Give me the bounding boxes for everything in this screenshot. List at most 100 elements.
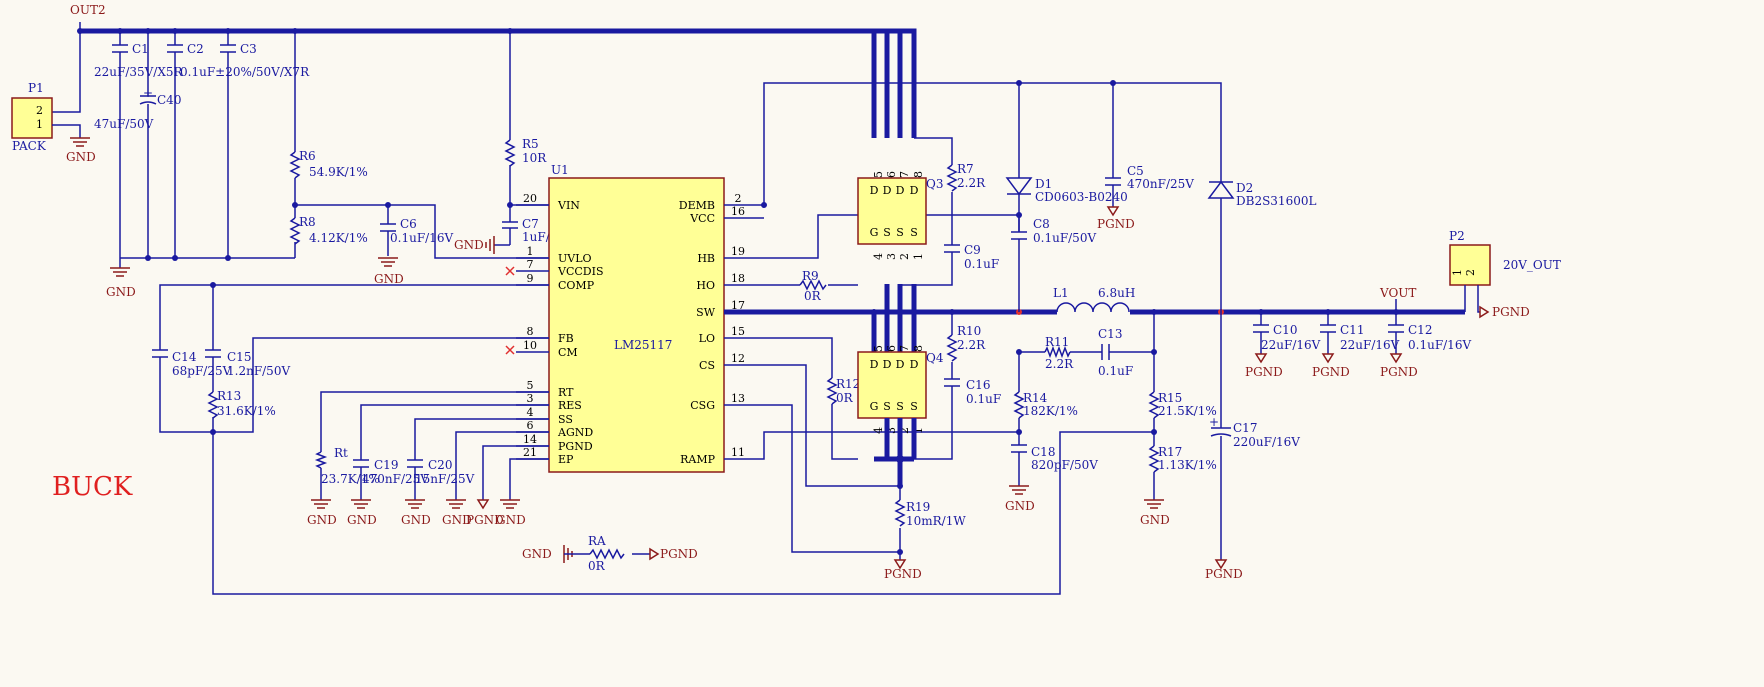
no-connect-marks: [505, 266, 515, 355]
fet-d-pin: 5: [872, 345, 885, 352]
ic-pin-num: 6: [527, 419, 534, 432]
svg-text:GND: GND: [66, 150, 96, 164]
svg-text:2.2R: 2.2R: [1045, 357, 1074, 371]
ic-name: LM25117: [614, 338, 672, 352]
svg-text:C10: C10: [1273, 323, 1297, 337]
svg-text:0.1uF: 0.1uF: [966, 392, 1001, 406]
ic-pin-num: 5: [527, 379, 534, 392]
ic-pin-num: 2: [735, 192, 742, 205]
fet-s-pin: 1: [912, 427, 925, 434]
svg-text:C3: C3: [240, 42, 257, 56]
svg-text:R9: R9: [802, 269, 819, 283]
svg-text:GND: GND: [401, 513, 431, 527]
fet-d-label: D: [870, 358, 879, 371]
fet-s-label: G: [870, 226, 879, 239]
svg-text:C8: C8: [1033, 217, 1050, 231]
ic-pin-num: 20: [523, 192, 537, 205]
svg-text:RA: RA: [588, 534, 606, 548]
p1-ref: P1: [28, 81, 44, 95]
svg-text:0.1uF: 0.1uF: [1098, 364, 1133, 378]
svg-text:PGND: PGND: [1312, 365, 1350, 379]
ic-pin-name: AGND: [557, 426, 593, 439]
feedback-network: GND GND R11 2.2R C13 0.1uF R14 182K/1% C…: [1005, 312, 1217, 527]
svg-text:PGND: PGND: [1097, 217, 1135, 231]
svg-text:31.6K/1%: 31.6K/1%: [217, 404, 276, 418]
svg-text:C11: C11: [1340, 323, 1364, 337]
ic-pin-num: 4: [527, 406, 534, 419]
ic-pin-name: SW: [696, 306, 716, 319]
ic-pin-name: HO: [696, 279, 715, 292]
svg-text:C40: C40: [157, 93, 181, 107]
fet-d-pin: 5: [872, 171, 885, 178]
svg-text:6.8uH: 6.8uH: [1098, 286, 1135, 300]
fet-d-pin: 6: [885, 345, 898, 352]
svg-text:PGND: PGND: [1245, 365, 1283, 379]
svg-text:2: 2: [36, 104, 43, 117]
svg-text:GND: GND: [1140, 513, 1170, 527]
fet-d-pin: 8: [912, 345, 925, 352]
svg-text:+: +: [1209, 415, 1219, 429]
gate-drive: R9 0R R12 0R: [724, 82, 1222, 553]
fet-s-pin: 1: [912, 253, 925, 260]
fet-s-pin: 4: [872, 253, 885, 260]
fet-s-label: S: [883, 400, 891, 413]
cap-c5: C5 470nF/25V PGND: [1097, 80, 1194, 231]
connector-p2: 1 2 P2 20V_OUT PGND: [1449, 229, 1561, 319]
fet-s-label: G: [870, 400, 879, 413]
svg-text:0.1uF/16V: 0.1uF/16V: [1408, 338, 1471, 352]
fet-s-pin: 2: [898, 253, 911, 260]
fet-d-label: D: [870, 184, 879, 197]
svg-text:0R: 0R: [836, 391, 854, 405]
svg-text:GND: GND: [442, 513, 472, 527]
fet-d-label: D: [896, 184, 905, 197]
fet-d-label: D: [883, 358, 892, 371]
ic-pin-num: 12: [731, 352, 745, 365]
ic-pin-name: HB: [697, 252, 715, 265]
svg-text:C6: C6: [400, 217, 417, 231]
input-caps: + C1 C2 C3 C40 22uF/35V/X5R 0.1uF±20%/50…: [94, 31, 310, 299]
ic-pin-num: 1: [527, 245, 534, 258]
ic-pin-num: 13: [731, 392, 745, 405]
fet-s-pin: 2: [898, 427, 911, 434]
svg-text:C2: C2: [187, 42, 204, 56]
ic-pin-name: RT: [558, 386, 574, 399]
title: BUCK: [52, 472, 133, 502]
svg-text:R13: R13: [217, 389, 241, 403]
ic-pin-name: DEMB: [679, 199, 715, 212]
ic-pin-num: 17: [731, 299, 745, 312]
svg-text:0.1uF±20%/50V/X7R: 0.1uF±20%/50V/X7R: [180, 65, 310, 79]
svg-text:C15: C15: [227, 350, 251, 364]
svg-text:C13: C13: [1098, 327, 1122, 341]
svg-text:D1: D1: [1035, 177, 1052, 191]
svg-text:2.2R: 2.2R: [957, 338, 986, 352]
svg-text:Q4: Q4: [926, 351, 944, 365]
fet-s-label: S: [896, 226, 904, 239]
svg-text:R12: R12: [836, 377, 860, 391]
svg-text:R17: R17: [1158, 445, 1182, 459]
svg-text:820pF/50V: 820pF/50V: [1031, 458, 1098, 472]
ic-pin-num: 9: [527, 272, 534, 285]
svg-text:GND: GND: [374, 272, 404, 286]
ic-pin-num: 7: [527, 258, 534, 271]
svg-text:23.7K/1%: 23.7K/1%: [321, 472, 380, 486]
svg-text:L1: L1: [1053, 286, 1069, 300]
svg-text:C20: C20: [428, 458, 452, 472]
ic-pin-name: LO: [699, 332, 715, 345]
svg-text:22uF/16V: 22uF/16V: [1340, 338, 1400, 352]
fet-s-label: S: [910, 226, 918, 239]
ic-pin-name: VCCDIS: [557, 265, 603, 278]
fet-d-pin: 6: [885, 171, 898, 178]
ic-pin-name: RES: [558, 399, 582, 412]
fet-d-label: D: [896, 358, 905, 371]
svg-text:1: 1: [1451, 269, 1464, 276]
svg-text:+: +: [143, 86, 153, 100]
connector-p1: 2 1 P1 PACK GND: [11, 81, 96, 164]
ic-pin-num: 8: [527, 325, 534, 338]
svg-text:C16: C16: [966, 378, 990, 392]
fet-s-pin: 4: [872, 427, 885, 434]
fet-d-pin: 8: [912, 171, 925, 178]
fet-s-pin: 3: [885, 253, 898, 260]
